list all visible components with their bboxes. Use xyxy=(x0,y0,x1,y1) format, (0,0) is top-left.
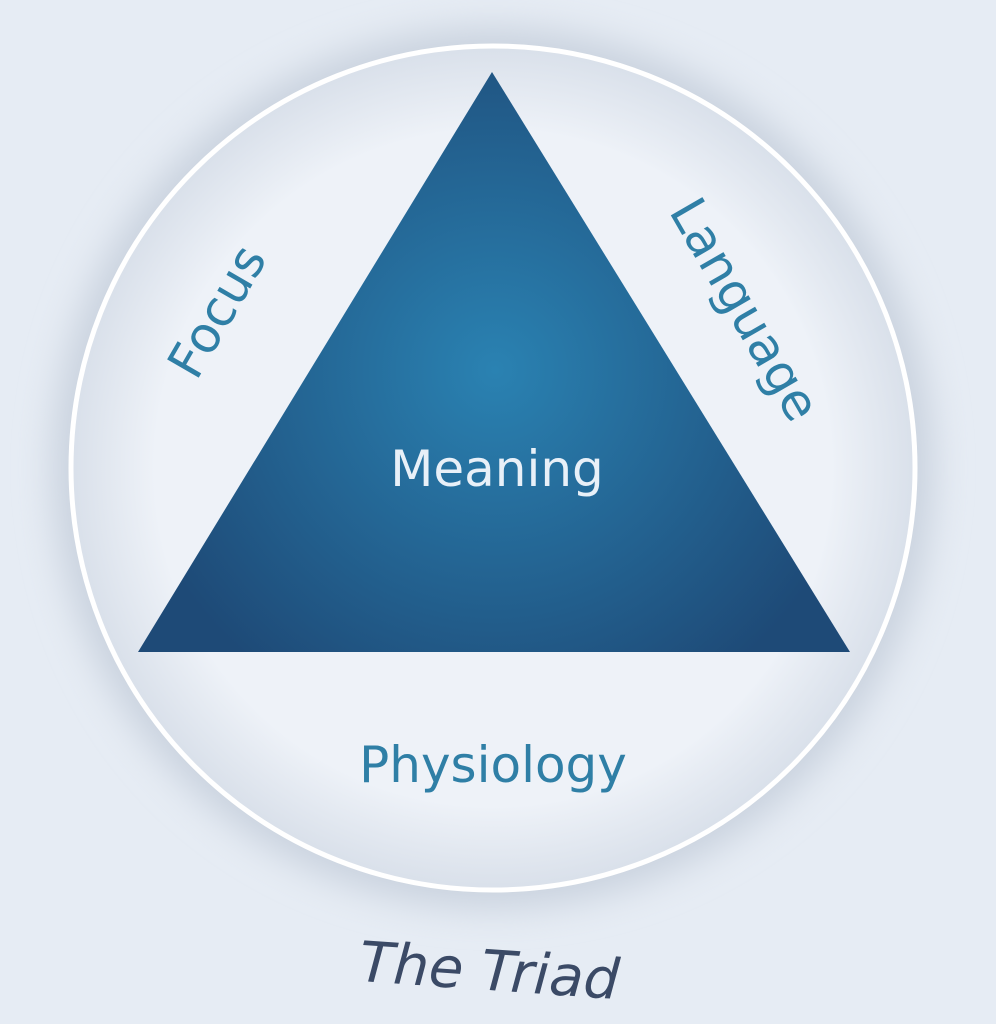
caption: The Triad xyxy=(357,930,622,1013)
label-physiology: Physiology xyxy=(359,736,627,794)
triangle xyxy=(138,72,850,652)
label-meaning: Meaning xyxy=(390,440,604,498)
